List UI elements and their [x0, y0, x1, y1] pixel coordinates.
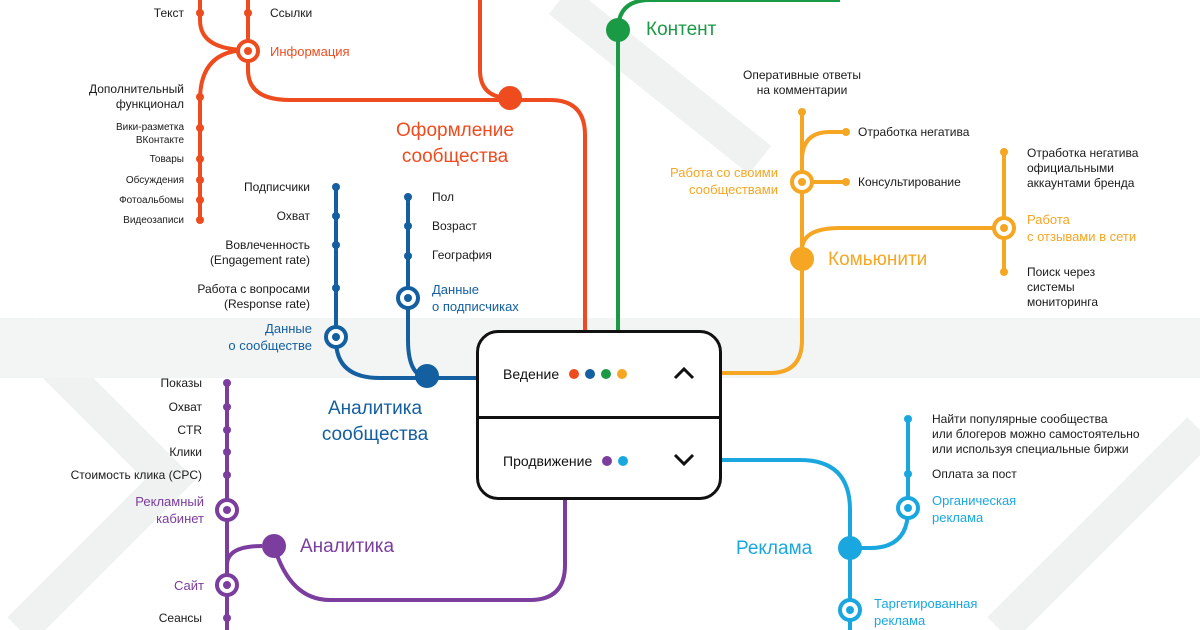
reviews-stop: Работа с отзывами в сети: [1027, 212, 1137, 244]
content-station: [606, 18, 630, 42]
row-management[interactable]: Ведение: [503, 359, 695, 389]
design-stop-info: Информация: [270, 44, 350, 59]
ads-stops: [838, 415, 912, 560]
analytics-stops: [223, 379, 286, 622]
design-item-links: Ссылки: [270, 6, 313, 20]
panel-divider: [479, 416, 719, 419]
cyan-dot: [618, 456, 629, 466]
service-switch-panel: Ведение Продвижение: [476, 330, 722, 500]
own-item-negative: Отработка негатива: [858, 125, 970, 139]
organic-ads-stop: Органическая реклама: [932, 493, 1017, 525]
subscribers-item-age: Возраст: [432, 219, 477, 233]
targeted-ads-stop: Таргетированная реклама: [874, 596, 978, 628]
subscribers-item-gender: Пол: [432, 190, 455, 204]
cabinet-item-reach: Охват: [168, 400, 202, 414]
analytics-title: Аналитика: [300, 536, 395, 557]
reviews-item-monitoring: Поиск через системы мониторинга: [1027, 265, 1099, 309]
own-communities-stop: Работа со своими сообществами: [670, 165, 778, 197]
design-item-albums: Фотоальбомы: [119, 195, 184, 206]
cabinet-item-ctr: CTR: [177, 423, 202, 437]
analytics-community-title: Аналитика сообщества: [321, 398, 429, 445]
design-item-videos: Видеозаписи: [123, 215, 184, 226]
community-item-engagement: Вовлеченность (Engagement rate): [209, 238, 310, 267]
community-item-response: Работа с вопросами (Response rate): [197, 282, 310, 311]
subscribers-data-stop: Данные о подписчиках: [432, 282, 519, 314]
cabinet-item-impressions: Показы: [160, 376, 202, 390]
community-data-stop: Данные о сообществе: [228, 321, 312, 353]
analytics-community-stops: [332, 183, 439, 388]
community-title: Комьюнити: [828, 249, 928, 270]
ad-cabinet-stop: Рекламный кабинет: [135, 494, 204, 526]
row-promotion[interactable]: Продвижение: [503, 446, 695, 476]
subscribers-item-geo: География: [432, 248, 492, 262]
community-stops: [790, 108, 1008, 276]
community-item-reach: Охват: [276, 209, 310, 223]
orange-dot: [617, 369, 628, 379]
purple-dot: [602, 456, 613, 466]
cabinet-item-cpc: Стоимость клика (CPC): [70, 468, 202, 482]
row-management-label: Ведение: [503, 366, 560, 382]
design-title: Оформление сообщества: [396, 120, 514, 167]
green-dot: [601, 369, 612, 379]
design-item-text: Текст: [153, 6, 184, 20]
reviews-item-brand: Отработка негатива официальными аккаунта…: [1027, 146, 1139, 190]
chevron-up-icon[interactable]: [673, 363, 695, 386]
site-item-sessions: Сеансы: [158, 611, 202, 625]
site-stop: Сайт: [174, 578, 204, 593]
design-item-discussions: Обсуждения: [125, 175, 184, 186]
design-item-wiki: Вики-разметка ВКонтакте: [116, 122, 184, 146]
content-title: Контент: [646, 19, 717, 40]
ads-title: Реклама: [736, 538, 813, 559]
organic-item-find: Найти популярные сообщества или блогеров…: [932, 412, 1140, 456]
design-item-extra: Дополнительный функционал: [88, 82, 184, 111]
row-promotion-label: Продвижение: [503, 453, 593, 469]
cabinet-item-clicks: Клики: [169, 445, 202, 459]
design-stops: [196, 9, 522, 224]
own-item-consulting: Консультирование: [858, 175, 961, 189]
design-item-goods: Товары: [149, 154, 184, 165]
chevron-down-icon[interactable]: [673, 450, 695, 473]
organic-item-pay: Оплата за пост: [932, 467, 1017, 481]
red-dot: [569, 369, 580, 379]
own-item-quick-replies: Оперативные ответы на комментарии: [743, 68, 861, 97]
community-item-subscribers: Подписчики: [243, 180, 310, 194]
blue-dot: [585, 369, 596, 379]
